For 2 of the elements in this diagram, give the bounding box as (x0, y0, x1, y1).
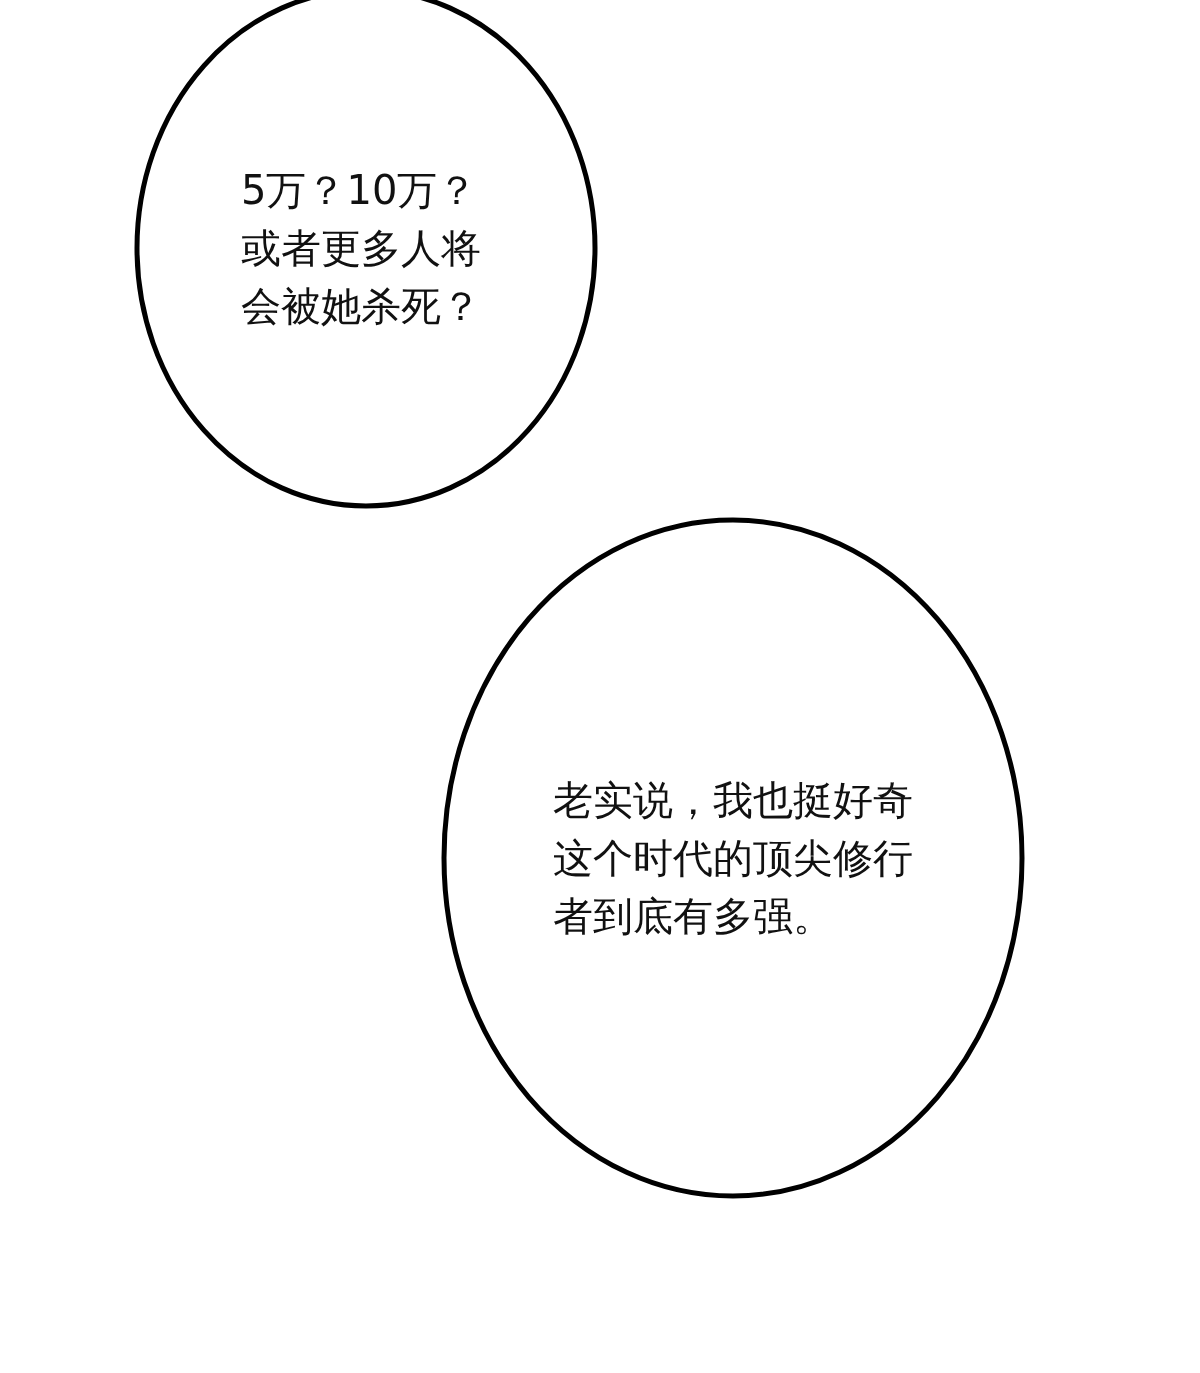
speech-text: 老实说，我也挺好奇这个时代的顶尖修行者到底有多强。 (553, 776, 913, 941)
speech-text: 5万？10万？或者更多人将会被她杀死？ (241, 166, 481, 331)
